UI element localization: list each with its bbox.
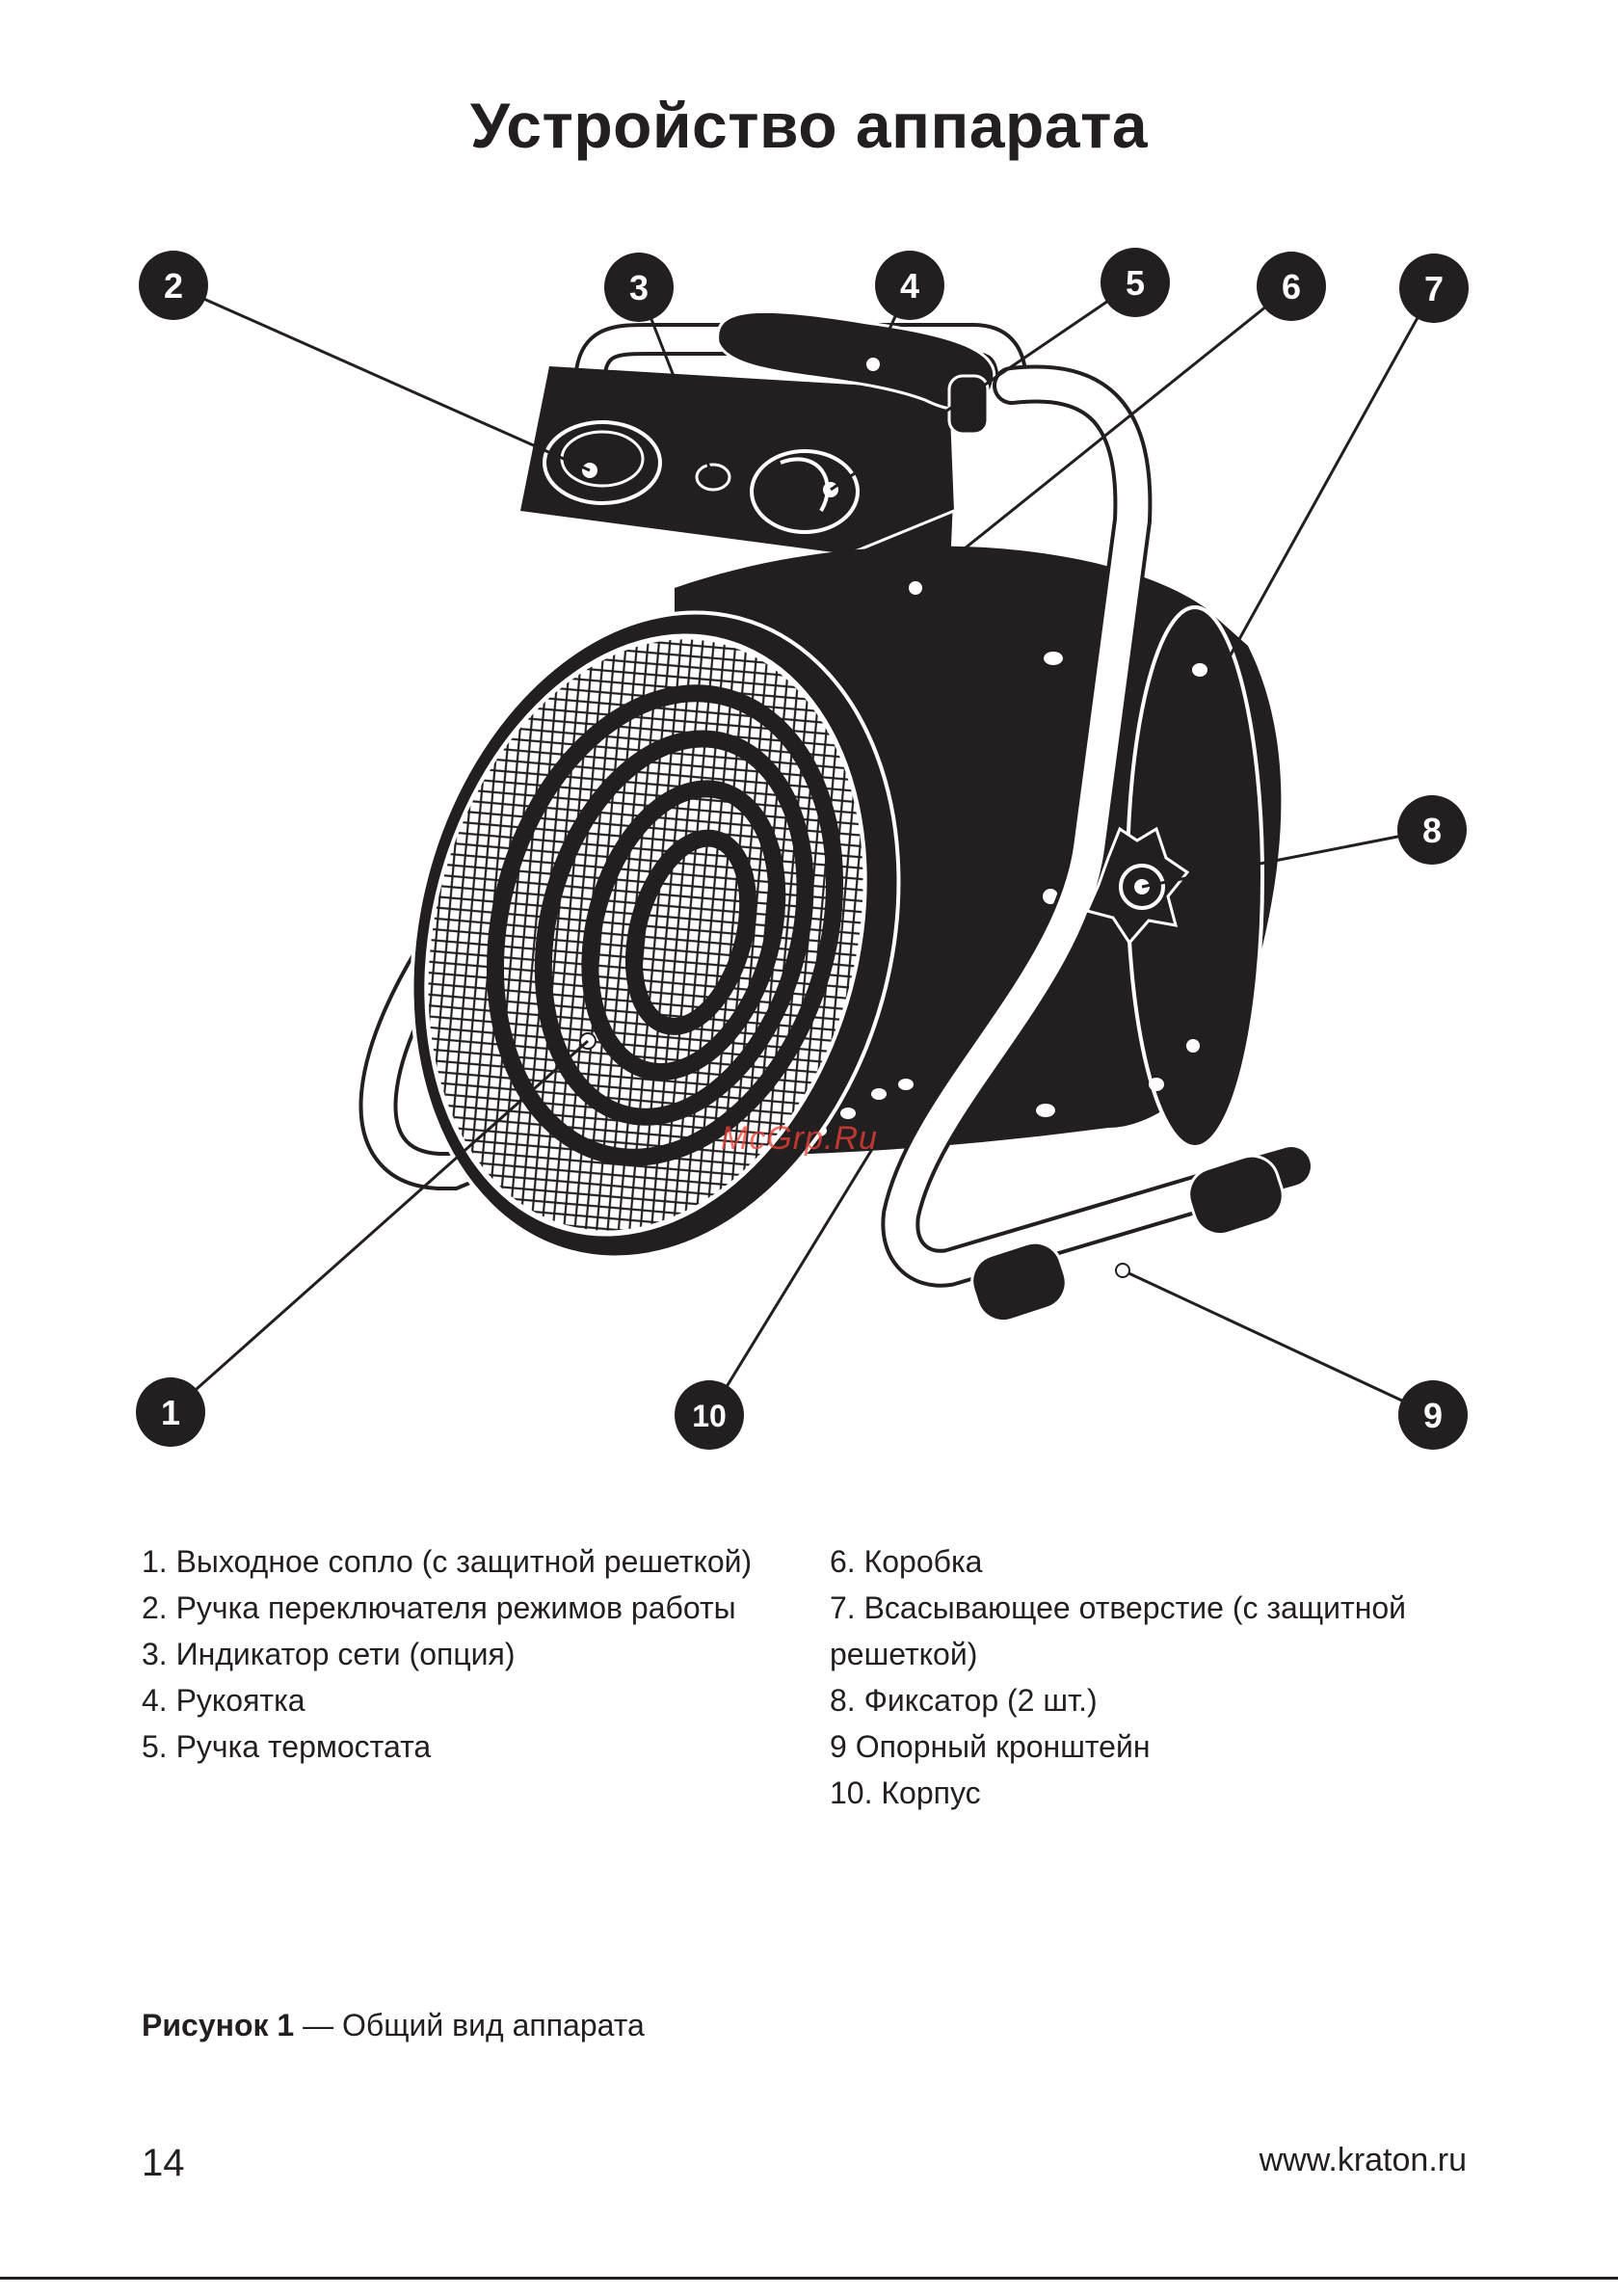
legend-item-4: 4. Рукоятка [142,1683,305,1718]
carry-handle-arch [573,322,1028,402]
legend-right-column: 6. Коробка 7. Всасывающее отверстие (с з… [830,1538,1475,1816]
callout-5-label: 5 [1126,263,1145,303]
callout-10: 10 [675,1380,744,1450]
website-link[interactable]: www.kraton.ru [1259,2142,1467,2178]
leader-dots [864,356,1130,1278]
legend-item-10: 10. Корпус [830,1775,981,1810]
callout-1: 1 [136,1377,205,1447]
legend-item-6: 6. Коробка [830,1544,983,1579]
figure-caption: Рисунок 1 — Общий вид аппарата [142,2008,645,2043]
legend-item-2: 2. Ручка переключателя режимов рабо­ты [142,1590,736,1625]
callout-9: 9 [1398,1380,1468,1450]
heater-diagram: 2 3 4 5 6 7 8 9 1 10 [136,248,1469,1450]
page-number: 14 [142,2142,185,2184]
legend-item-8: 8. Фиксатор (2 шт.) [830,1683,1098,1718]
figure-caption-text: — Общий вид аппарата [294,2008,645,2042]
callout-10-label: 10 [692,1399,727,1433]
callout-3: 3 [604,253,674,322]
thermostat-knob [750,449,860,534]
callout-6: 6 [1257,252,1326,321]
legend-left-column: 1. Выходное сопло (с защитной решет­кой)… [142,1538,778,1770]
callout-8-label: 8 [1422,811,1442,850]
page-title: Устройство аппарата [469,90,1149,161]
callout-2-label: 2 [164,266,183,306]
callout-8: 8 [1397,795,1467,865]
leader-lines [170,280,1436,1417]
callout-3-label: 3 [629,268,649,307]
legend-item-7: 7. Всасывающее отверстие (с защитной реш… [830,1590,1407,1671]
callout-7: 7 [1399,254,1469,323]
callout-2: 2 [139,251,208,320]
bottom-rule [0,2277,1618,2280]
legend-item-9: 9 Опорный кронштейн [830,1729,1151,1764]
callout-4: 4 [875,251,944,320]
callout-6-label: 6 [1282,267,1301,307]
callout-5: 5 [1101,248,1170,317]
callout-9-label: 9 [1423,1396,1443,1435]
figure-caption-label: Рисунок 1 [142,2008,295,2042]
watermark: McGrp.Ru [721,1120,878,1157]
output-nozzle [410,610,901,1260]
callout-7-label: 7 [1424,269,1444,308]
callout-1-label: 1 [161,1393,180,1432]
handle-grip [716,309,996,436]
legend-item-3: 3. Индикатор сети (опция) [142,1637,516,1671]
legend-item-1: 1. Выходное сопло (с защитной решет­кой) [142,1544,753,1579]
callout-4-label: 4 [900,266,919,306]
legend-item-5: 5. Ручка термостата [142,1729,432,1764]
mode-switch-knob [543,420,662,505]
